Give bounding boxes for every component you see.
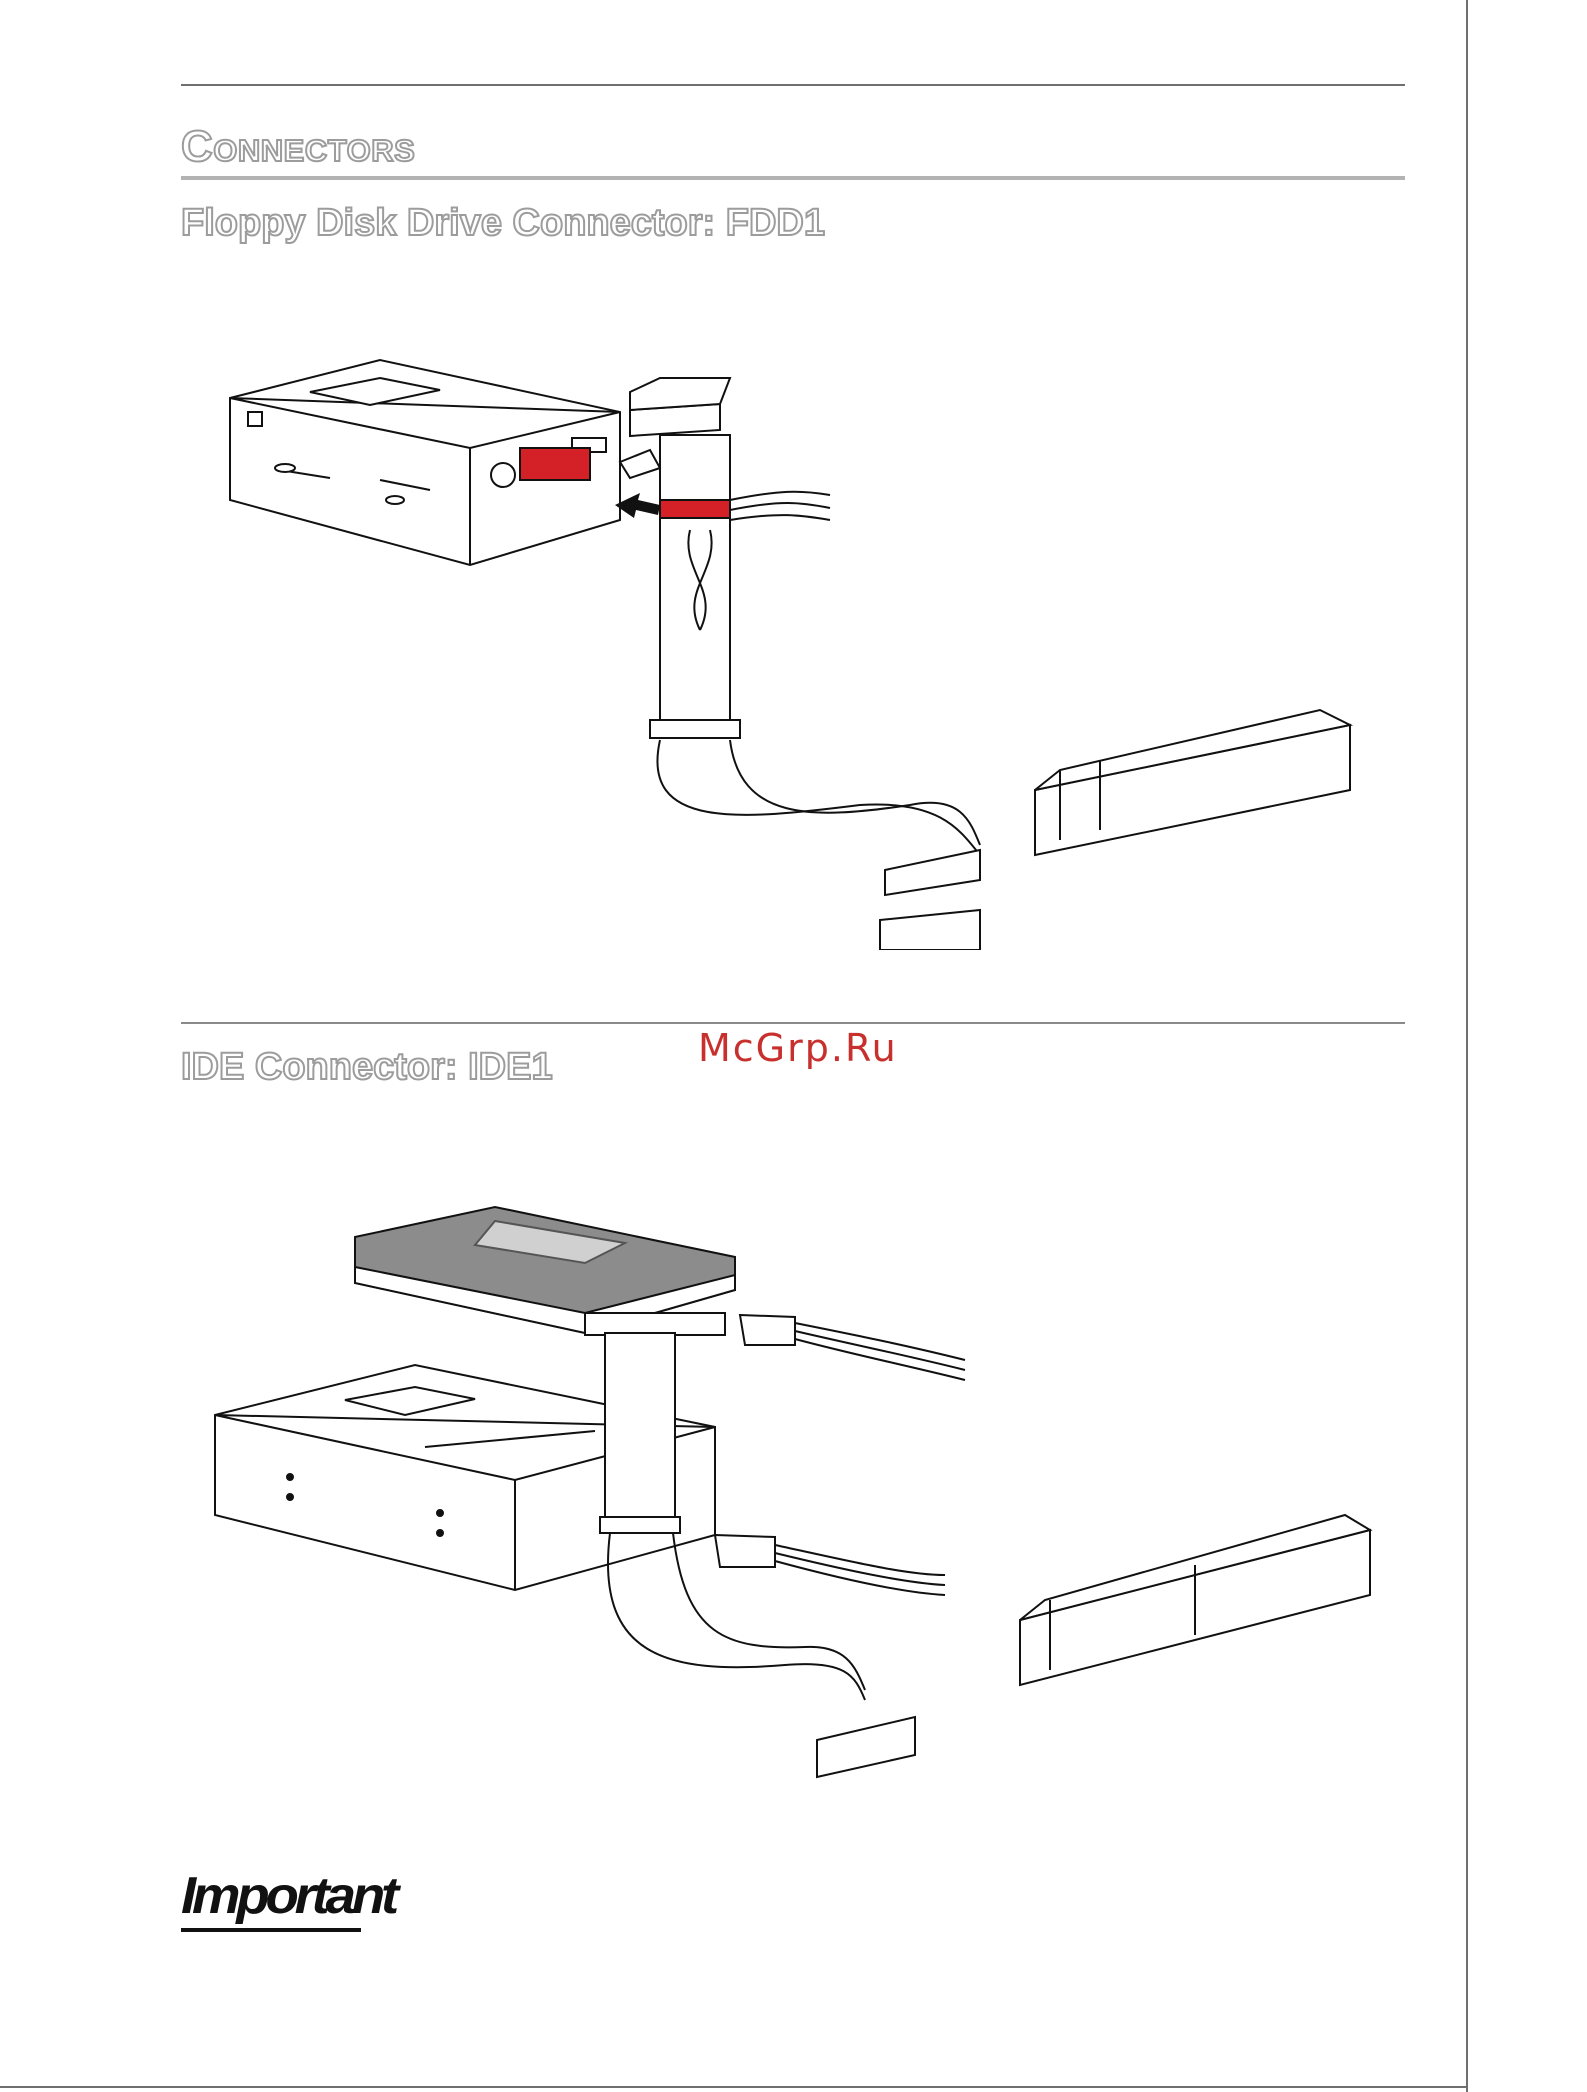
watermark: McGrp.Ru [698, 1026, 898, 1070]
fdd-illustration [220, 350, 1380, 950]
page-title-initial: C [181, 122, 213, 171]
top-rule [181, 84, 1405, 86]
page-title-rest: ONNECTORS [213, 133, 415, 168]
important-underline [181, 1928, 361, 1932]
ide-section-title: IDE Connector: IDE1 [181, 1046, 553, 1089]
bottom-rule [0, 2086, 1468, 2088]
page-title: CONNECTORS [181, 122, 415, 172]
ide-illustration [205, 1195, 1385, 1825]
right-rule [1466, 0, 1468, 2092]
important-label: Important [181, 1866, 395, 1926]
section-divider [181, 1022, 1405, 1024]
title-rule [181, 176, 1405, 180]
fdd-section-title: Floppy Disk Drive Connector: FDD1 [181, 202, 825, 245]
